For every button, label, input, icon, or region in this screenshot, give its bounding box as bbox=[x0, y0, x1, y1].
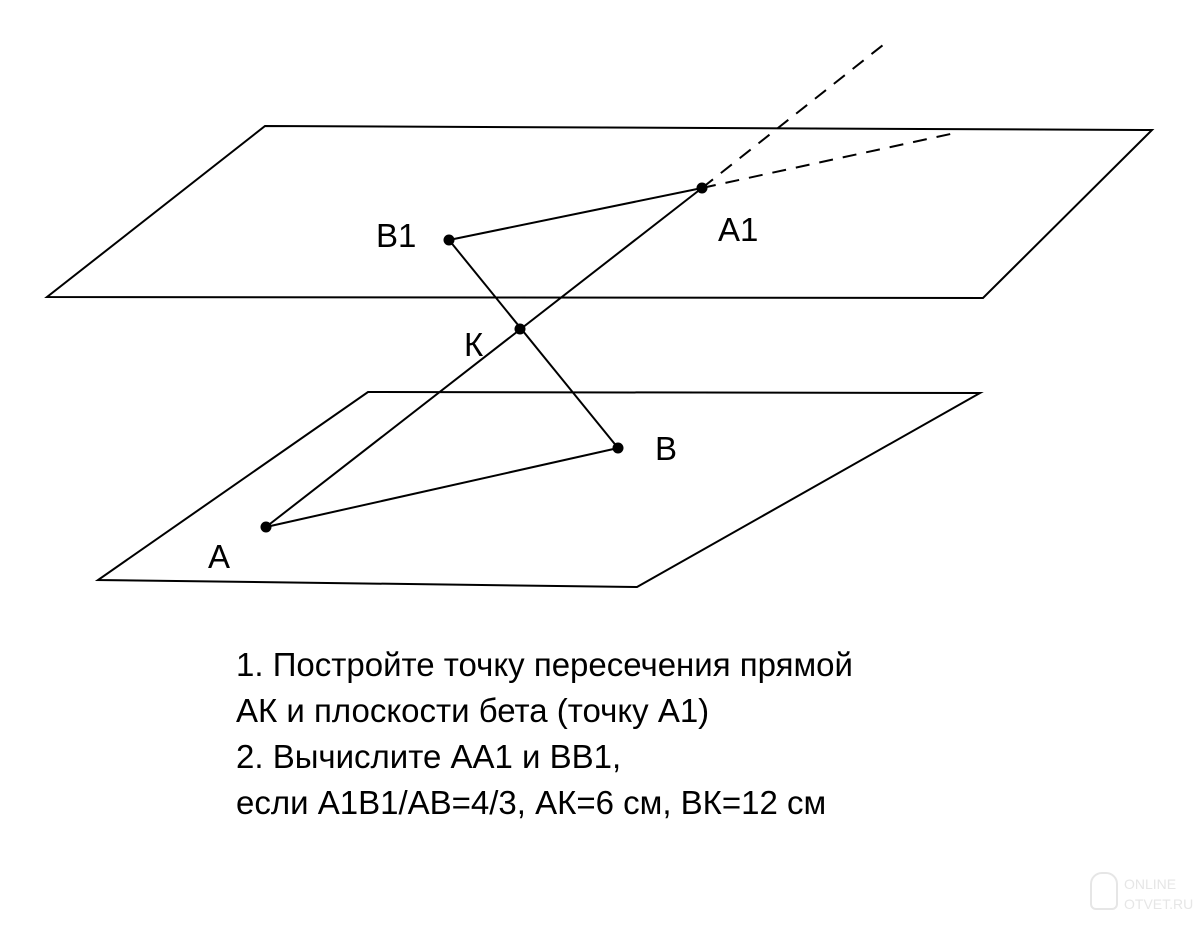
label-a1: A1 bbox=[718, 211, 758, 248]
watermark-line1: ONLINE bbox=[1124, 876, 1177, 892]
task-line: АК и плоскости бета (точку А1) bbox=[236, 692, 710, 729]
point-b bbox=[612, 442, 624, 454]
label-b1: B1 bbox=[376, 217, 416, 254]
point-k bbox=[514, 323, 526, 335]
segment-a-b bbox=[265, 447, 619, 528]
watermark-line2: OTVET.RU bbox=[1124, 896, 1194, 912]
label-k: К bbox=[464, 326, 484, 363]
plane-alpha bbox=[94, 390, 984, 589]
point-a1 bbox=[696, 182, 708, 194]
label-b: B bbox=[655, 430, 677, 467]
task-line: если А1В1/АВ=4/3, АК=6 см, ВК=12 см bbox=[236, 784, 827, 821]
line-a-a1 bbox=[265, 187, 703, 528]
task-line: 1. Постройте точку пересечения прямой bbox=[236, 646, 853, 683]
label-a: A bbox=[208, 538, 230, 575]
lightbulb-icon bbox=[1090, 872, 1118, 910]
point-b1 bbox=[443, 234, 455, 246]
dashed-extension-b1a1 bbox=[701, 132, 956, 189]
task-text: 1. Постройте точку пересечения прямой АК… bbox=[236, 642, 853, 826]
task-line: 2. Вычислите АА1 и ВВ1, bbox=[236, 738, 622, 775]
dashed-extension-ak bbox=[701, 44, 884, 189]
point-a bbox=[260, 521, 272, 533]
segment-b1-a1 bbox=[448, 187, 703, 241]
plane-beta bbox=[44, 124, 1155, 300]
segment-b1-b bbox=[448, 239, 619, 449]
watermark: ONLINE OTVET.RU bbox=[1090, 868, 1200, 928]
